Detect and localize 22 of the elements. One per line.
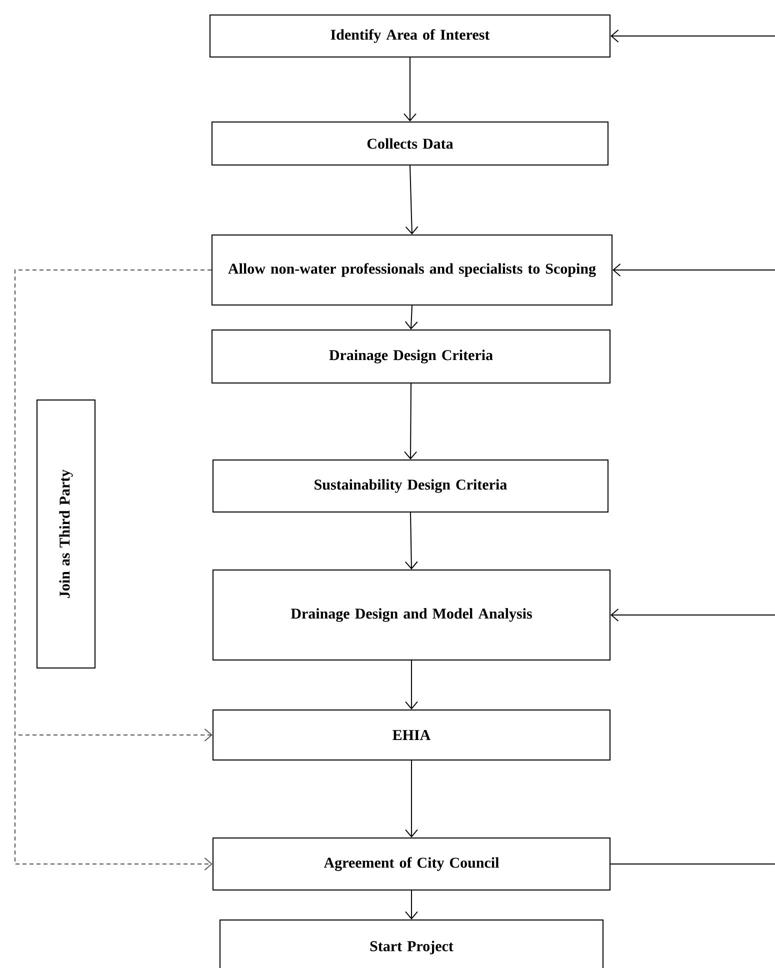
process-box: Agreement of City Council [212, 838, 610, 890]
arrow [404, 57, 416, 122]
arrow [404, 305, 418, 330]
arrow [405, 890, 418, 920]
process-box: Drainage Design Criteria [212, 330, 610, 384]
arrow [610, 608, 775, 622]
arrow [612, 264, 775, 276]
arrow [405, 165, 418, 234]
dashed-arrow [14, 270, 212, 870]
process-box: Collects Data [212, 122, 608, 166]
arrow [405, 760, 418, 838]
process-box: Drainage Design and Model Analysis [212, 570, 610, 660]
process-box: Sustainability Design Criteria [212, 460, 608, 512]
vertical-label-box: Join as Third Party [36, 400, 96, 668]
process-box: Start Project [220, 920, 604, 968]
arrow [610, 30, 775, 42]
arrow [405, 660, 418, 710]
process-box: Allow non-water professionals and specialists to Scoping [212, 234, 612, 306]
process-box: Identify Area of Interest [210, 14, 610, 58]
process-box: EHIA [212, 710, 610, 760]
arrow [404, 383, 418, 460]
arrow [404, 512, 418, 570]
